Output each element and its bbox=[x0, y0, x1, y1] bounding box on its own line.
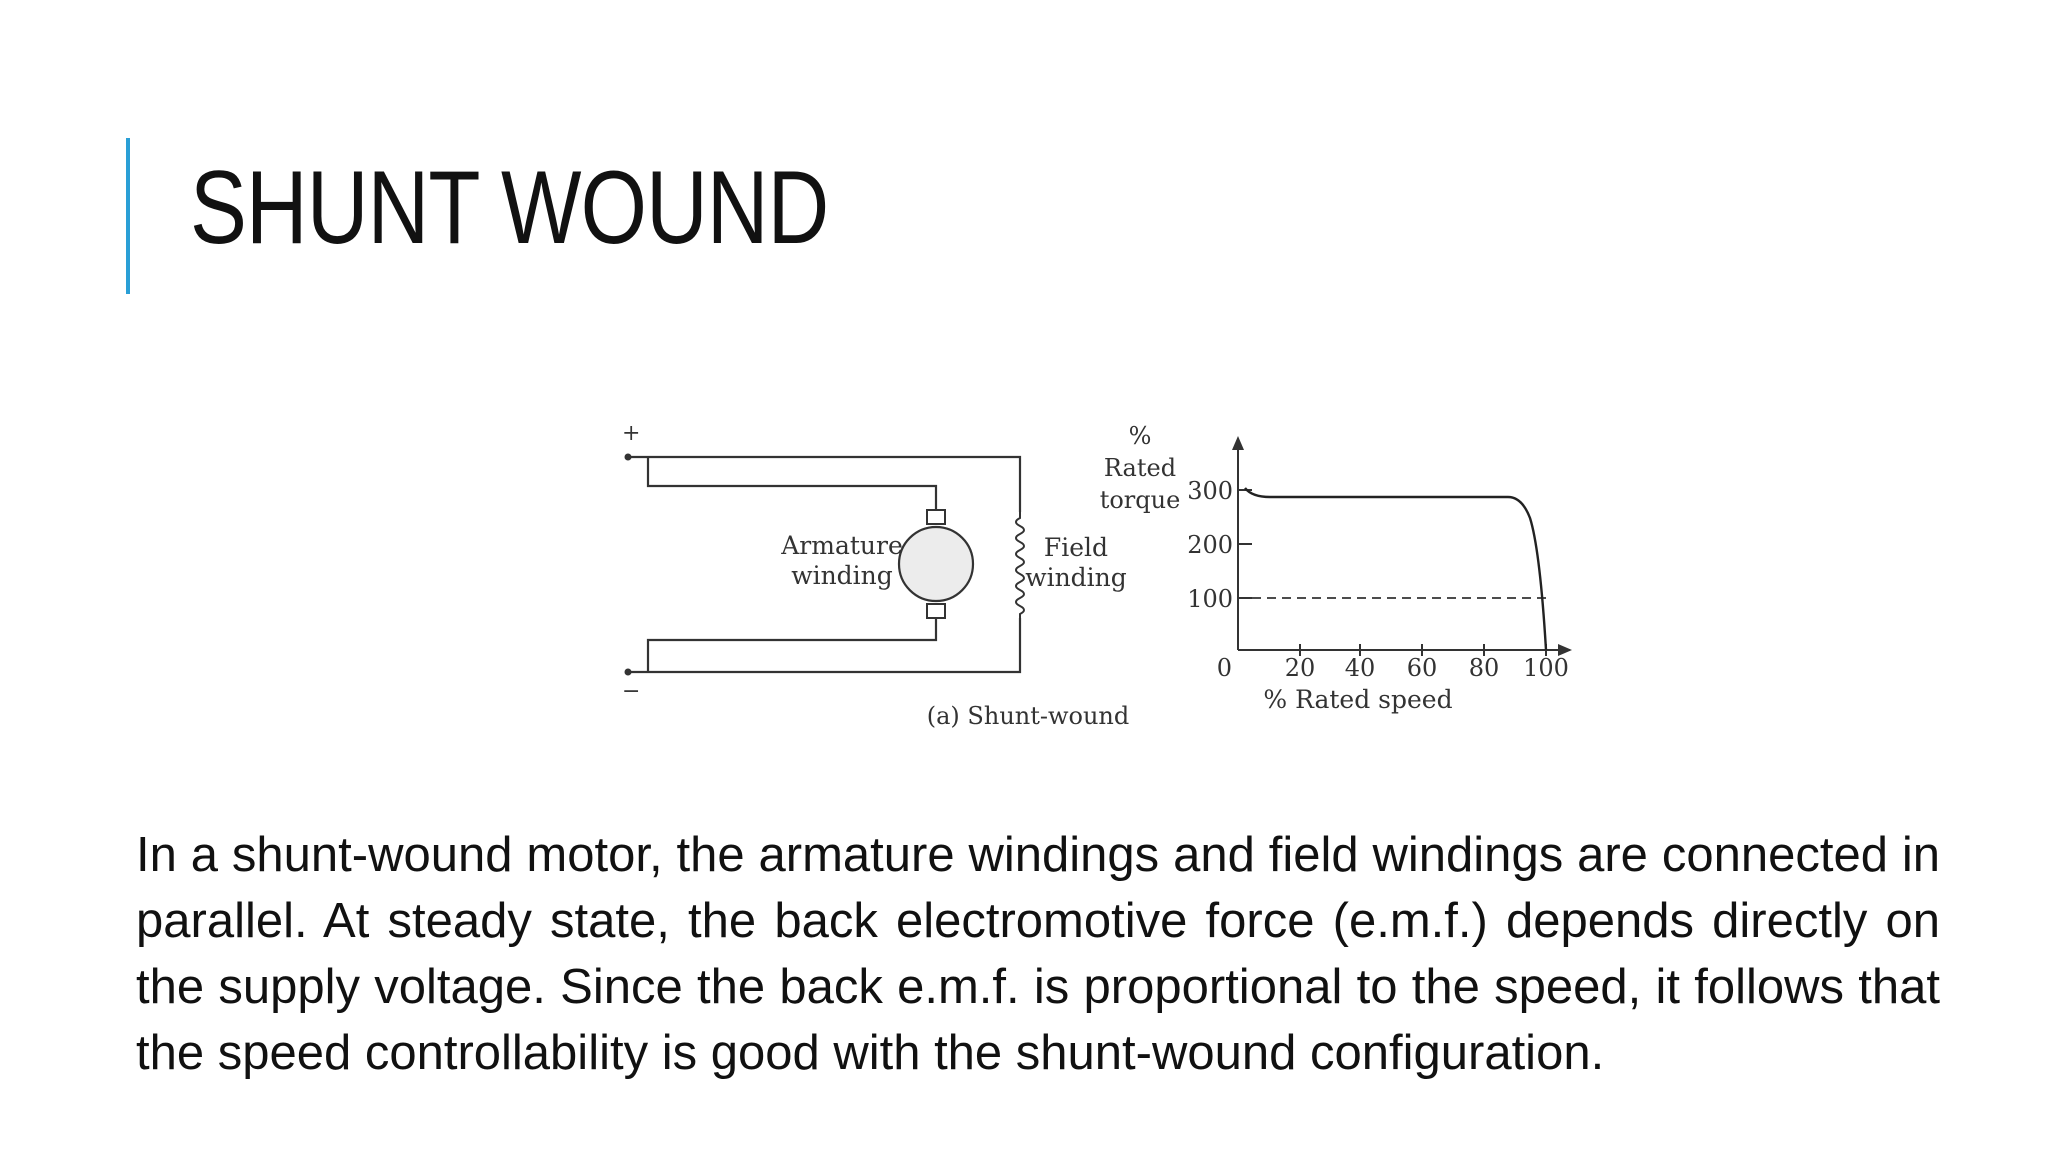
field-coil-icon bbox=[1015, 512, 1025, 618]
y-tick-300: 300 bbox=[1187, 477, 1233, 505]
armature-label-2: winding bbox=[791, 561, 893, 590]
x-tick-60: 60 bbox=[1407, 654, 1438, 682]
y-label-2: Rated bbox=[1104, 454, 1176, 482]
x-axis-label: % Rated speed bbox=[1263, 685, 1452, 714]
negative-terminal bbox=[624, 668, 632, 676]
x-tick-100: 100 bbox=[1523, 654, 1569, 682]
brush-bottom bbox=[926, 603, 946, 619]
minus-label: − bbox=[622, 679, 640, 704]
torque-speed-graph: % Rated torque 300 200 100 0 20 40 60 80… bbox=[1100, 422, 1572, 714]
shunt-wound-figure: + − Armature winding Field winding (a) S… bbox=[580, 400, 1600, 760]
x-axis-arrow-icon bbox=[1558, 644, 1572, 656]
figure-caption: (a) Shunt-wound bbox=[927, 702, 1130, 730]
origin-label: 0 bbox=[1217, 654, 1232, 682]
x-tick-80: 80 bbox=[1469, 654, 1500, 682]
title-accent-bar bbox=[126, 138, 130, 294]
armature-label-1: Armature bbox=[780, 531, 903, 560]
x-tick-20: 20 bbox=[1285, 654, 1316, 682]
slide-title: SHUNT WOUND bbox=[190, 150, 829, 266]
figure-svg: + − Armature winding Field winding (a) S… bbox=[622, 421, 1572, 730]
field-label-1: Field bbox=[1044, 533, 1108, 562]
plus-label: + bbox=[622, 421, 640, 446]
field-label-2: winding bbox=[1025, 563, 1127, 592]
brush-top bbox=[926, 509, 946, 525]
y-axis-arrow-icon bbox=[1232, 436, 1244, 450]
x-tick-40: 40 bbox=[1345, 654, 1376, 682]
y-tick-200: 200 bbox=[1187, 531, 1233, 559]
bottom-inner-wire bbox=[646, 618, 938, 672]
armature-icon bbox=[897, 525, 975, 603]
y-label-3: torque bbox=[1100, 486, 1181, 514]
slide-body-text: In a shunt-wound motor, the armature win… bbox=[136, 828, 1940, 1080]
bottom-outer-wire bbox=[628, 618, 1022, 674]
top-outer-wire bbox=[628, 455, 1022, 512]
y-label-1: % bbox=[1129, 422, 1152, 450]
top-inner-wire bbox=[646, 457, 938, 510]
torque-speed-curve bbox=[1244, 487, 1548, 651]
y-tick-100: 100 bbox=[1187, 585, 1233, 613]
y-tick-marks bbox=[1238, 489, 1252, 599]
x-tick-marks bbox=[1299, 644, 1547, 656]
positive-terminal bbox=[624, 453, 632, 461]
circuit-wiring bbox=[628, 455, 1022, 674]
